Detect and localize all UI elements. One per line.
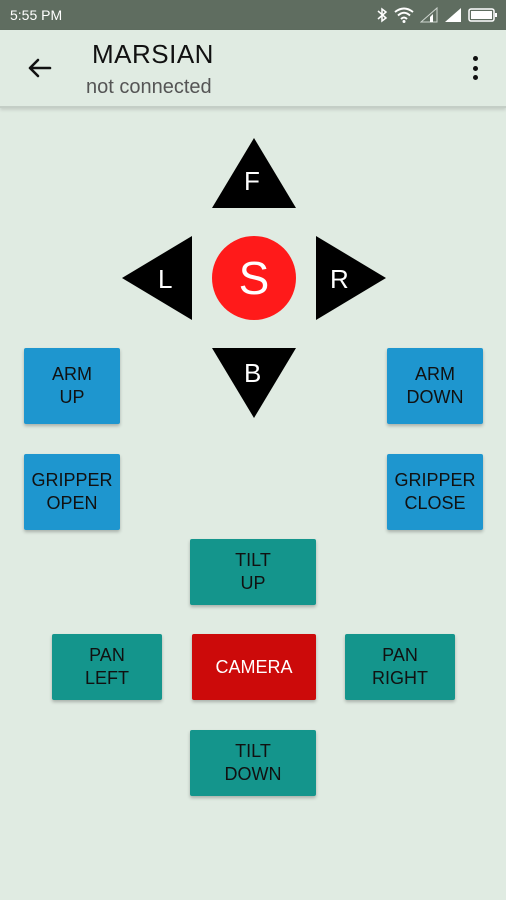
arrow-left-shape xyxy=(122,236,192,320)
gripper-close-button[interactable]: GRIPPER CLOSE xyxy=(387,454,483,530)
stop-button[interactable]: S xyxy=(212,236,296,320)
arrow-left-icon[interactable] xyxy=(24,52,56,84)
battery-icon xyxy=(468,8,497,22)
app-bar: MARSIAN not connected xyxy=(0,30,506,108)
left-label: L xyxy=(158,264,173,294)
app-title: MARSIAN xyxy=(92,39,214,69)
back-label: B xyxy=(244,358,262,388)
arm-up-button[interactable]: ARM UP xyxy=(24,348,120,424)
tilt-up-button[interactable]: TILT UP xyxy=(190,539,316,605)
pan-left-button[interactable]: PAN LEFT xyxy=(52,634,162,700)
right-label: R xyxy=(330,264,349,294)
bluetooth-icon xyxy=(377,7,388,23)
stop-label: S xyxy=(238,252,270,304)
pan-right-button[interactable]: PAN RIGHT xyxy=(345,634,455,700)
camera-button[interactable]: CAMERA xyxy=(192,634,316,700)
forward-label: F xyxy=(244,166,260,196)
tilt-down-button[interactable]: TILT DOWN xyxy=(190,730,316,796)
status-bar: 5:55 PM xyxy=(0,0,506,30)
arm-down-button[interactable]: ARM DOWN xyxy=(387,348,483,424)
wifi-icon xyxy=(394,7,414,23)
arrow-up-shape xyxy=(212,138,296,208)
gripper-open-button[interactable]: GRIPPER OPEN xyxy=(24,454,120,530)
more-vert-icon[interactable] xyxy=(464,54,486,82)
arrow-down-shape xyxy=(212,348,296,418)
signal-icon xyxy=(420,7,438,23)
status-icons xyxy=(376,5,498,25)
signal-icon xyxy=(445,8,461,22)
arrow-right-shape xyxy=(316,236,386,320)
connection-status: not connected xyxy=(86,76,212,98)
status-time: 5:55 PM xyxy=(10,7,63,23)
